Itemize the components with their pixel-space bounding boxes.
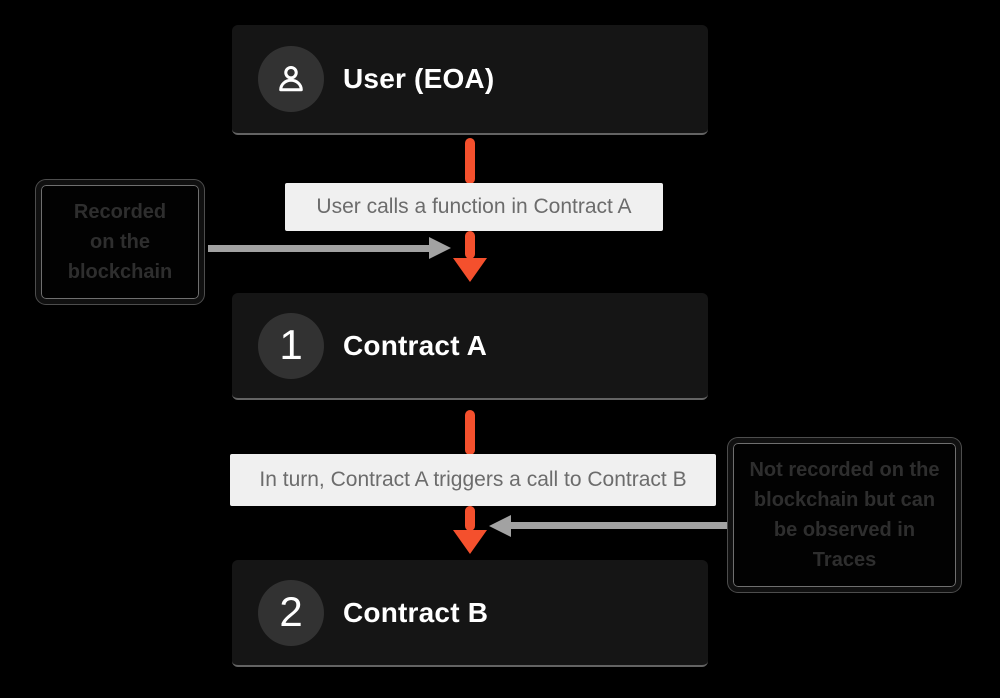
gray-arrow-left-shaft xyxy=(208,245,430,252)
gray-arrow-right-head xyxy=(489,515,511,537)
note-line: Recorded xyxy=(73,201,167,223)
node-contract-b: 2 Contract B xyxy=(232,560,708,667)
step-badge-2: 2 xyxy=(258,579,324,646)
user-icon xyxy=(272,60,310,98)
gray-arrow-left-head xyxy=(429,237,451,259)
arrow-down-user-to-a-shaft-top xyxy=(465,138,475,184)
note-not-recorded-traces: Not recorded on the blockchain but can b… xyxy=(728,438,961,592)
arrow-down-user-to-a-shaft-bottom xyxy=(465,231,475,259)
node-title-contract-a: Contract A xyxy=(343,329,488,361)
note-line: be observed in xyxy=(773,519,916,541)
node-title-contract-b: Contract B xyxy=(343,596,489,628)
step-number: 1 xyxy=(279,320,303,368)
node-title-user: User (EOA) xyxy=(343,63,495,94)
flow-label-trigger-contract-b: In turn, Contract A triggers a call to C… xyxy=(230,454,716,506)
note-line: on the xyxy=(90,231,150,253)
note-line: Not recorded on the xyxy=(749,459,940,481)
step-number: 2 xyxy=(279,587,303,635)
flow-label-call-contract-a: User calls a function in Contract A xyxy=(285,183,663,231)
arrow-down-a-to-b-shaft-bottom xyxy=(465,506,475,531)
avatar xyxy=(258,46,324,112)
node-user-eoa: User (EOA) xyxy=(232,25,708,135)
note-recorded-on-blockchain: Recorded on the blockchain xyxy=(36,180,204,304)
note-line: Traces xyxy=(812,549,877,571)
note-line: blockchain but can xyxy=(753,489,936,511)
arrow-down-user-to-a-head xyxy=(453,258,487,282)
node-contract-a: 1 Contract A xyxy=(232,293,708,400)
note-line: blockchain xyxy=(67,261,173,283)
step-badge-1: 1 xyxy=(258,312,324,379)
gray-arrow-right-shaft xyxy=(511,522,730,529)
arrow-down-a-to-b-head xyxy=(453,530,487,554)
arrow-down-a-to-b-shaft-top xyxy=(465,410,475,455)
